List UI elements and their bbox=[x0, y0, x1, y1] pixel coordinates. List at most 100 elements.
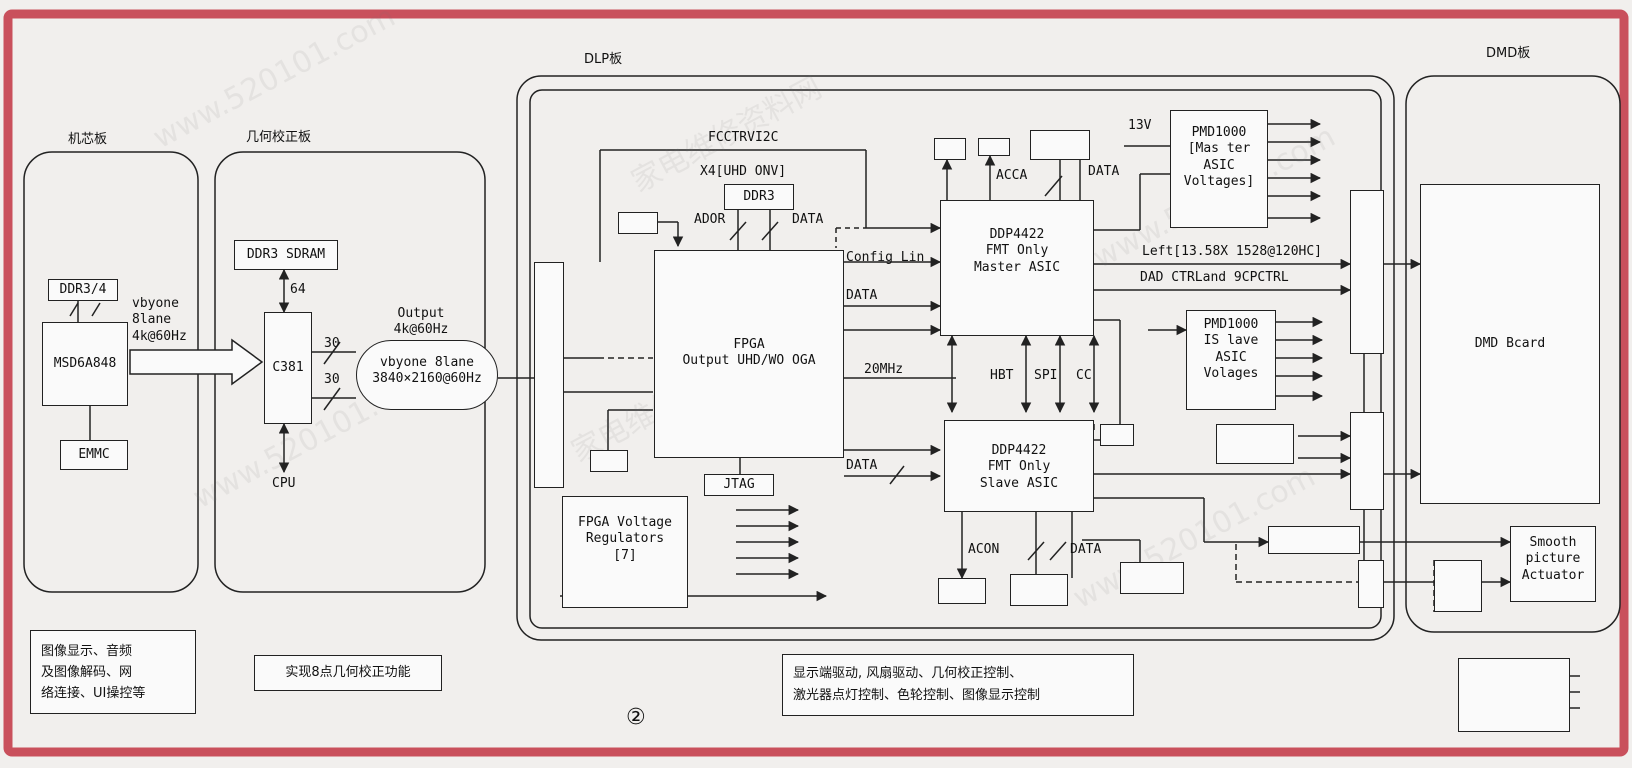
act-line-1: Smooth bbox=[1529, 535, 1577, 550]
dlp-board-outline bbox=[516, 75, 1395, 641]
small-box-slave-3 bbox=[1120, 562, 1184, 594]
fpga-vreg-line-3: [7] bbox=[613, 547, 637, 563]
actuator-box: Smooth picture Actuator bbox=[1510, 526, 1596, 602]
dlp-desc-line-2: 激光器点灯控制、色轮控制、图像显示控制 bbox=[793, 688, 1041, 703]
dad-ctrl-label: DAD CTRLand 9CPCTRL bbox=[1140, 270, 1289, 285]
c381-chip-box: C381 bbox=[264, 312, 312, 424]
pmd-m-line-2: [Mas ter bbox=[1187, 141, 1251, 157]
pmd-s-line-3: ASIC bbox=[1215, 349, 1247, 365]
slave-asic-box: DDP4422 FMT Only Slave ASIC bbox=[944, 420, 1094, 512]
dashed-area-box bbox=[1434, 560, 1482, 612]
page-number: ② bbox=[626, 705, 646, 730]
small-box-master-3 bbox=[1030, 130, 1090, 160]
acon-label: ACON bbox=[968, 542, 1000, 557]
core-vby-line-3: 4k@60Hz bbox=[132, 328, 187, 344]
dlp-description: 显示端驱动, 风扇驱动、几何校正控制、 激光器点灯控制、色轮控制、图像显示控制 bbox=[782, 654, 1134, 716]
slave-line-3: Slave ASIC bbox=[979, 475, 1059, 491]
master-asic-box: DDP4422 FMT Only Master ASIC bbox=[940, 200, 1094, 336]
pmd-slave-box: PMD1000 IS lave ASIC Volages bbox=[1186, 310, 1276, 410]
config-line-label: Config Lin bbox=[846, 250, 925, 265]
core-desc-line-3: 络连接、UI操控等 bbox=[41, 686, 146, 701]
left-bus-label: Left[13.58X 1528@120HC] bbox=[1142, 244, 1323, 259]
acca-label: ACCA bbox=[996, 168, 1028, 183]
master-line-2: FMT Only bbox=[985, 243, 1049, 259]
pmd-s-line-4: Volages bbox=[1203, 365, 1259, 381]
geo-output-line-2: 4k@60Hz bbox=[393, 322, 449, 338]
spi-label: SPI bbox=[1034, 368, 1058, 383]
dlp-data-label-1: DATA bbox=[792, 212, 824, 227]
fpga-voltage-regulators-box: FPGA Voltage Regulators [7] bbox=[562, 496, 688, 608]
dmd-board-outline bbox=[1405, 75, 1621, 633]
geo-description: 实现8点几何校正功能 bbox=[254, 655, 442, 691]
dlp-data-label-5: DATA bbox=[1070, 542, 1102, 557]
dlp-ddr3-box: DDR3 bbox=[724, 184, 794, 210]
cpu-label: CPU bbox=[272, 476, 296, 491]
master-line-3: Master ASIC bbox=[973, 259, 1061, 275]
dmd-connector-upper bbox=[1350, 190, 1384, 354]
core-description: 图像显示、音频 及图像解码、网 络连接、UI操控等 bbox=[30, 630, 196, 714]
jtag-box: JTAG bbox=[704, 474, 774, 496]
core-vby-line-1: vbyone bbox=[132, 296, 179, 311]
small-box-slave-1 bbox=[938, 578, 986, 604]
small-box-left bbox=[590, 450, 628, 472]
geo-output-line-1: Output bbox=[397, 306, 445, 321]
dlp-data-label-3: DATA bbox=[846, 458, 878, 473]
dlp-data-label-4: DATA bbox=[1088, 164, 1120, 179]
fpga-vreg-line-2: Regulators bbox=[585, 531, 665, 547]
geo-output-label: Output 4k@60Hz bbox=[366, 306, 476, 339]
pmd-m-line-4: Voltages] bbox=[1183, 173, 1255, 189]
core-desc-line-1: 图像显示、音频 bbox=[41, 644, 133, 659]
cc-label: CC bbox=[1076, 368, 1092, 383]
dmd-connector-lower bbox=[1350, 412, 1384, 510]
dlp-inner-outline bbox=[529, 89, 1382, 629]
small-box-master-1 bbox=[934, 138, 966, 160]
pmd-s-line-1: PMD1000 bbox=[1203, 317, 1259, 332]
geo-ddr-box: DDR3 SDRAM bbox=[234, 240, 338, 270]
geo-vbyone-pill: vbyone 8lane 3840×2160@60Hz bbox=[356, 340, 498, 410]
outer-frame bbox=[3, 9, 1629, 757]
hbt-label: HBT bbox=[990, 368, 1014, 383]
small-box-right bbox=[1216, 424, 1294, 464]
core-board-title: 机芯板 bbox=[68, 132, 108, 147]
fpga-box: FPGA Output UHD/WO OGA bbox=[654, 250, 844, 458]
geo-board-title: 几何校正板 bbox=[246, 130, 312, 145]
pmd-master-box: PMD1000 [Mas ter ASIC Voltages] bbox=[1170, 110, 1268, 228]
pmd-s-line-2: IS lave bbox=[1203, 333, 1259, 349]
emmc-box: EMMC bbox=[60, 440, 128, 470]
core-vby-line-2: 8lane bbox=[132, 312, 172, 328]
fpga-vreg-line-1: FPGA Voltage bbox=[578, 515, 672, 530]
fcctrl-label: FCCTRVI2C bbox=[708, 130, 779, 145]
soc-chip-box: MSD6A848 bbox=[42, 322, 128, 406]
small-box-top-left bbox=[618, 212, 658, 234]
dmd-board-title: DMD板 bbox=[1486, 46, 1531, 61]
dlp-board-title: DLP板 bbox=[584, 52, 623, 67]
dmd-board-box: DMD Bcard bbox=[1420, 184, 1600, 504]
core-desc-line-2: 及图像解码、网 bbox=[41, 665, 133, 680]
master-line-1: DDP4422 bbox=[989, 227, 1045, 242]
dlp-data-label-2: DATA bbox=[846, 288, 878, 303]
small-box-slave-2 bbox=[1010, 574, 1068, 606]
core-vbyone-label: vbyone 8lane 4k@60Hz bbox=[132, 296, 187, 345]
bus-30b-label: 30 bbox=[324, 372, 340, 387]
fpga-line-1: FPGA bbox=[733, 337, 765, 352]
act-line-3: Actuator bbox=[1521, 567, 1585, 583]
pmd-m-line-1: PMD1000 bbox=[1191, 125, 1247, 140]
bus-64-label: 64 bbox=[290, 282, 306, 297]
core-ddr-box: DDR3/4 bbox=[48, 279, 118, 301]
geo-vby-line-2: 3840×2160@60Hz bbox=[372, 371, 482, 387]
act-line-2: picture bbox=[1525, 551, 1581, 567]
slave-line-1: DDP4422 bbox=[991, 443, 1047, 458]
mhz-label: 20MHz bbox=[864, 362, 904, 377]
dlp-input-connector bbox=[534, 262, 564, 488]
fpga-line-2: Output UHD/WO OGA bbox=[682, 353, 816, 369]
bus-30a-label: 30 bbox=[324, 336, 340, 351]
vbyone-big-arrow bbox=[129, 338, 264, 386]
small-box-master-2 bbox=[978, 138, 1010, 156]
x4-label: X4[UHD ONV] bbox=[700, 164, 787, 179]
geo-vby-line-1: vbyone 8lane bbox=[380, 355, 474, 370]
pmd-m-line-3: ASIC bbox=[1203, 157, 1235, 173]
small-connector-box bbox=[1358, 560, 1384, 608]
legend-box bbox=[1458, 658, 1570, 732]
v13-label: 13V bbox=[1128, 118, 1152, 133]
